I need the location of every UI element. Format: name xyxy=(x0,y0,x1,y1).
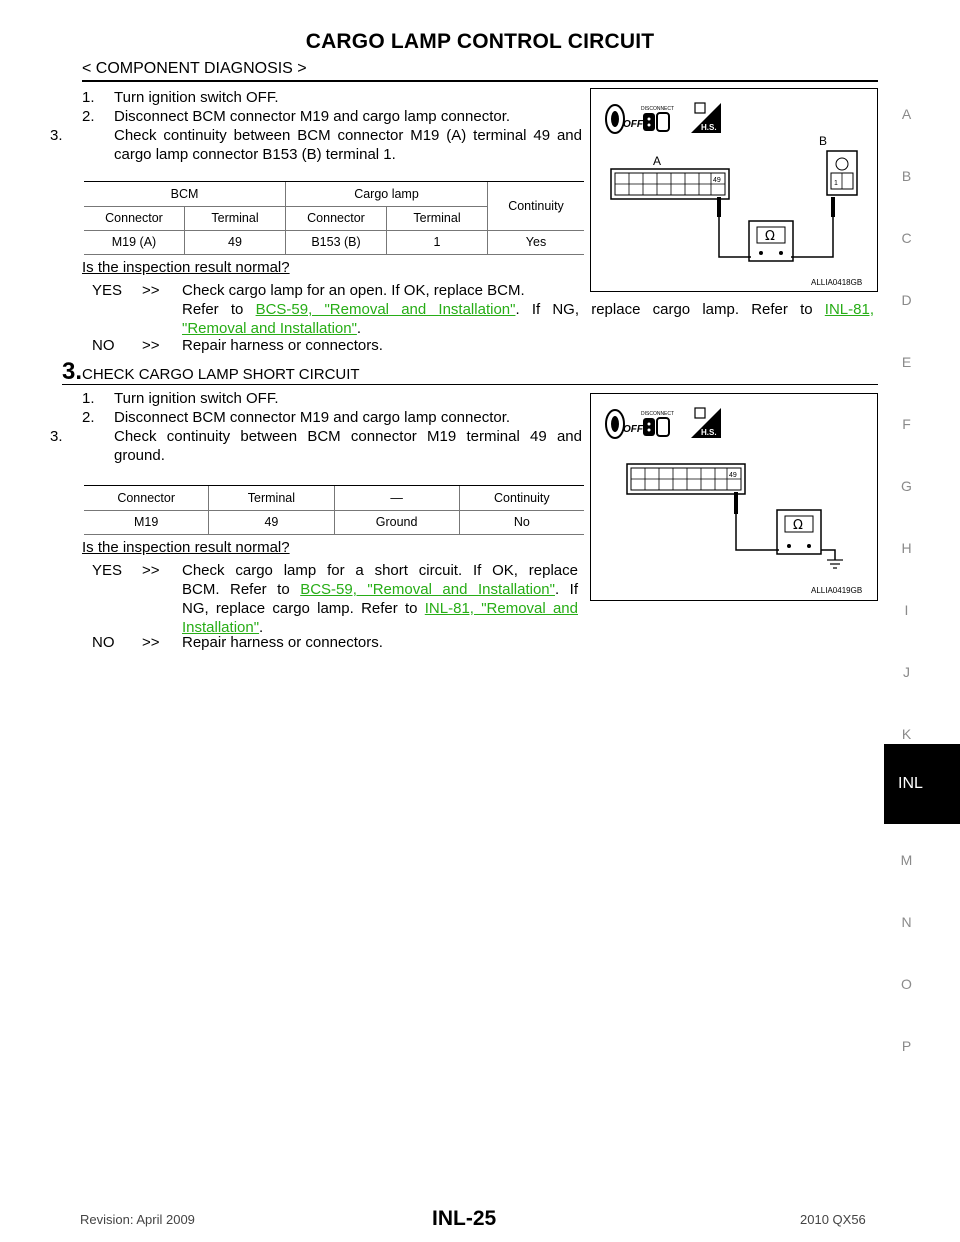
figure-harness-short: OFF DISCONNECT H.S. 49 xyxy=(590,393,878,601)
figure-harness-open: OFF DISCONNECT H.S. A 49 xyxy=(590,88,878,292)
inspection-question: Is the inspection result normal? xyxy=(82,539,290,556)
page-number: INL-25 xyxy=(432,1207,497,1230)
ignition-off-icon: OFF xyxy=(605,104,644,134)
footer-revision: Revision: April 2009 xyxy=(80,1212,195,1227)
continuity-table: Connector Terminal — Continuity M19 49 G… xyxy=(84,486,584,535)
svg-text:Ω: Ω xyxy=(793,518,803,533)
svg-text:1: 1 xyxy=(834,180,838,187)
table-cell: Ground xyxy=(333,510,460,535)
side-index-letter[interactable]: P xyxy=(901,1038,912,1054)
step-heading: 3.CHECK CARGO LAMP SHORT CIRCUIT xyxy=(62,358,360,385)
svg-text:B: B xyxy=(819,134,827,148)
side-index-letter[interactable]: N xyxy=(901,914,912,930)
table-cell: 49 xyxy=(208,510,335,535)
step-item: 3.Check continuity between BCM connector… xyxy=(50,428,582,464)
svg-text:49: 49 xyxy=(713,177,721,184)
table-header-continuity: Continuity xyxy=(487,182,584,231)
svg-text:H.S.: H.S. xyxy=(701,123,717,132)
hs-icon: H.S. xyxy=(691,102,721,133)
table-header: Continuity xyxy=(458,486,584,511)
svg-text:Ω: Ω xyxy=(765,229,775,244)
ohmmeter-icon: Ω xyxy=(776,509,822,555)
svg-text:ALLIA0418GB: ALLIA0418GB xyxy=(811,278,862,287)
inspection-question: Is the inspection result normal? xyxy=(82,259,290,276)
disconnect-icon: DISCONNECT xyxy=(641,411,674,437)
steps-list: 1.Turn ignition switch OFF. 2.Disconnect… xyxy=(50,88,582,164)
side-index-letter[interactable]: C xyxy=(901,230,912,246)
svg-text:OFF: OFF xyxy=(623,119,644,130)
svg-text:OFF: OFF xyxy=(623,424,644,435)
side-index-letter[interactable]: A xyxy=(901,106,912,122)
section-rule xyxy=(62,384,878,385)
table-cell: M19 (A) xyxy=(84,230,185,255)
header-rule xyxy=(82,80,878,82)
side-index-letter[interactable]: H xyxy=(901,540,912,556)
svg-text:H.S.: H.S. xyxy=(701,428,717,437)
svg-text:DISCONNECT: DISCONNECT xyxy=(641,106,674,112)
answer-yes: YES >> Check cargo lamp for an open. If … xyxy=(92,282,874,337)
side-index-active-tab[interactable]: INL xyxy=(884,744,960,824)
table-cell: 49 xyxy=(184,230,286,255)
table-header: Terminal xyxy=(208,486,335,511)
harness-diagram: OFF DISCONNECT H.S. A 49 xyxy=(605,102,862,287)
step-item: 3.Check continuity between BCM connector… xyxy=(50,127,582,163)
table-cell: 1 xyxy=(386,230,488,255)
step-item: 2.Disconnect BCM connector M19 and cargo… xyxy=(82,409,511,426)
footer-model: 2010 QX56 xyxy=(800,1212,866,1227)
table-subheader: Connector xyxy=(84,205,185,231)
table-header: Connector xyxy=(84,486,209,511)
side-index-letter[interactable]: F xyxy=(902,416,911,432)
link-inl-81[interactable]: INL-81, "Removal and xyxy=(424,600,578,617)
answer-no: NO >> Repair harness or connectors. xyxy=(92,337,383,354)
table-top-rule xyxy=(84,181,584,182)
harness-diagram: OFF DISCONNECT H.S. 49 xyxy=(605,407,862,595)
step-item: 1.Turn ignition switch OFF. xyxy=(82,390,279,407)
side-index-letter[interactable]: K xyxy=(901,726,912,742)
table-header: — xyxy=(333,486,460,511)
side-index-letter[interactable]: D xyxy=(901,292,912,308)
steps-list: 1.Turn ignition switch OFF. 2.Disconnect… xyxy=(50,389,582,465)
table-cell: No xyxy=(458,510,584,535)
step-item: 1.Turn ignition switch OFF. xyxy=(82,89,279,106)
hs-icon: H.S. xyxy=(691,407,721,438)
table-subheader: Terminal xyxy=(184,205,286,231)
step-item: 2.Disconnect BCM connector M19 and cargo… xyxy=(82,108,511,125)
side-index-letter[interactable]: B xyxy=(901,168,912,184)
connector-b: 1 xyxy=(826,150,858,196)
disconnect-icon: DISCONNECT xyxy=(641,106,674,132)
answer-yes: YES >> Check cargo lamp for a short circ… xyxy=(92,562,578,636)
table-cell: Yes xyxy=(487,230,584,255)
ohmmeter-icon: Ω xyxy=(748,220,794,262)
svg-text:DISCONNECT: DISCONNECT xyxy=(641,411,674,417)
table-cell: M19 xyxy=(84,510,209,535)
link-inl-81[interactable]: INL-81, xyxy=(824,301,874,318)
side-index-letter[interactable]: J xyxy=(903,664,910,680)
ignition-off-icon: OFF xyxy=(605,409,644,439)
page-title: CARGO LAMP CONTROL CIRCUIT xyxy=(305,30,655,53)
table-subheader: Terminal xyxy=(386,205,488,231)
side-index-letter[interactable]: O xyxy=(901,976,912,992)
side-index-letter[interactable]: M xyxy=(900,852,913,868)
table-top-rule xyxy=(84,485,584,486)
link-inl-81-cont[interactable]: Installation" xyxy=(182,619,260,636)
link-bcs-59[interactable]: BCS-59, "Removal and Installation" xyxy=(300,581,555,598)
side-index-letter[interactable]: G xyxy=(901,478,912,494)
svg-text:ALLIA0419GB: ALLIA0419GB xyxy=(811,586,862,595)
link-bcs-59[interactable]: BCS-59, "Removal and Installation" xyxy=(255,301,516,318)
answer-no: NO >> Repair harness or connectors. xyxy=(92,634,383,651)
side-index-letter[interactable]: E xyxy=(901,354,912,370)
table-cell: B153 (B) xyxy=(285,230,387,255)
continuity-table: BCM Cargo lamp Continuity Connector Term… xyxy=(84,182,584,255)
table-header-bcm: BCM xyxy=(170,186,199,201)
side-index-letter[interactable]: I xyxy=(904,602,909,618)
table-header-cargo-lamp: Cargo lamp xyxy=(285,182,488,206)
connector-m19: 49 xyxy=(626,463,746,495)
table-subheader: Connector xyxy=(285,205,387,231)
ground-icon xyxy=(827,559,843,569)
svg-text:49: 49 xyxy=(729,472,737,479)
connector-a: 49 xyxy=(610,168,730,200)
link-inl-81-cont[interactable]: "Removal and Installation" xyxy=(182,320,357,337)
svg-text:A: A xyxy=(653,154,661,168)
page-subtitle: < COMPONENT DIAGNOSIS > xyxy=(82,60,307,77)
